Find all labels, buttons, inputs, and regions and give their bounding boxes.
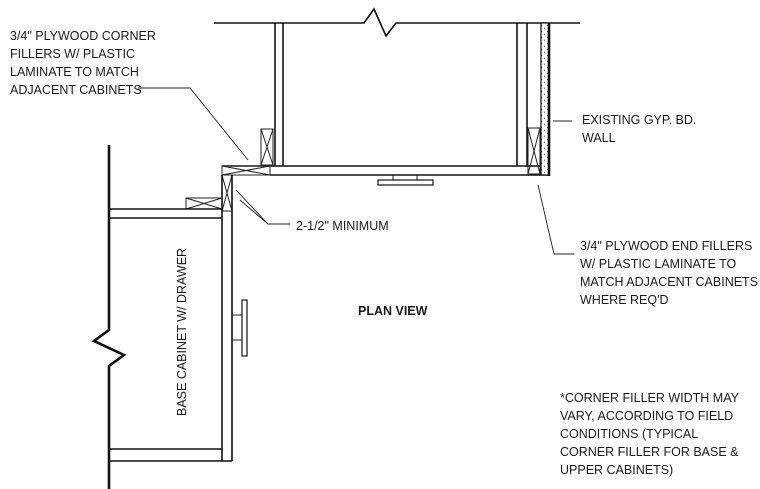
label-note: *CORNER FILLER WIDTH MAY VARY, ACCORDING… [560,391,740,477]
upper-corner-filler [260,128,274,166]
label-end-fillers: 3/4" PLYWOOD END FILLERS W/ PLASTIC LAMI… [580,239,758,307]
base-cabinet [109,175,233,462]
upper-cabinet-handle [377,175,434,186]
corner-filler-horizontal [221,165,271,176]
note-line-5: UPPER CABINETS) [560,463,673,477]
label-base-cabinet: BASE CABINET W/ DRAWER [175,248,189,416]
existing-wall-line-2: WALL [582,131,616,145]
upper-cabinet [222,23,548,176]
end-fillers-line-4: WHERE REQ'D [580,293,669,307]
end-fillers-line-3: MATCH ADJACENT CABINETS [580,275,758,289]
base-corner-filler [221,174,233,212]
label-corner-fillers: 3/4" PLYWOOD CORNER FILLERS W/ PLASTIC L… [10,29,156,97]
corner-fillers-line-2: FILLERS W/ PLASTIC [10,47,135,61]
note-line-1: *CORNER FILLER WIDTH MAY [560,391,740,405]
end-filler [527,127,541,175]
end-fillers-line-2: W/ PLASTIC LAMINATE TO [580,257,737,271]
existing-gyp-board-wall [540,22,551,176]
corner-fillers-line-3: LAMINATE TO MATCH [10,65,139,79]
corner-fillers-line-4: ADJACENT CABINETS [10,83,142,97]
end-fillers-line-1: 3/4" PLYWOOD END FILLERS [580,239,752,253]
label-plan-view: PLAN VIEW [358,304,428,318]
note-line-4: CORNER FILLER FOR BASE & [560,445,739,459]
label-minimum: 2-1/2" MINIMUM [296,219,389,233]
note-line-2: VARY, ACCORDING TO FIELD [560,409,733,423]
top-wall-break-line [214,7,580,38]
leader-minimum-2 [239,199,269,225]
label-existing-wall: EXISTING GYP. BD. WALL [582,113,696,145]
leader-corner-fillers [138,87,249,161]
leader-end-fillers [537,184,574,255]
base-top-filler [185,197,223,210]
existing-wall-line-1: EXISTING GYP. BD. [582,113,696,127]
left-wall-break-line [91,145,127,489]
corner-fillers-line-1: 3/4" PLYWOOD CORNER [10,29,156,43]
base-cabinet-handle [232,299,248,357]
leader-minimum [235,189,290,225]
note-line-3: CONDITIONS (TYPICAL [560,427,698,441]
